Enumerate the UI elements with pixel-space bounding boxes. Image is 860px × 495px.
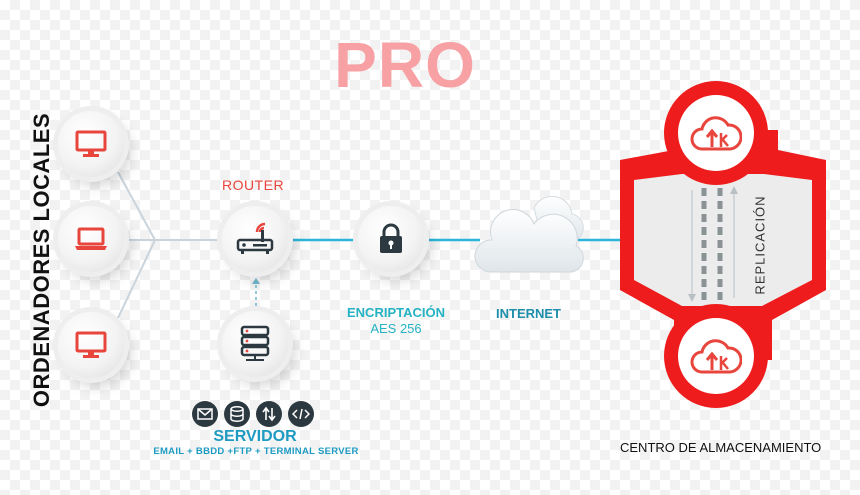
page-title: PRO: [334, 29, 476, 101]
server-services-label: EMAIL + BBDD +FTP + TERMINAL SERVER: [153, 446, 359, 457]
line-pc3-hub: [117, 239, 156, 319]
monitor-icon: [75, 331, 107, 358]
router-icon: [236, 222, 274, 254]
router-label: ROUTER: [222, 177, 285, 193]
encryption-node[interactable]: [358, 206, 424, 272]
encryption-label: ENCRIPTACIÓN AES 256: [334, 305, 458, 337]
storage-node-bottom[interactable]: [664, 304, 768, 408]
line-pc1-hub: [117, 171, 156, 241]
code-icon: [288, 401, 314, 427]
encryption-label-line1: ENCRIPTACIÓN: [347, 305, 445, 320]
server-node[interactable]: [222, 311, 288, 377]
storage-center-label: CENTRO DE ALMACENAMIENTO: [620, 440, 822, 455]
computer-node-3[interactable]: [58, 312, 124, 378]
computer-node-1[interactable]: [58, 111, 124, 177]
computer-node-2[interactable]: [58, 206, 124, 272]
router-node[interactable]: [222, 206, 288, 272]
internet-label: INTERNET: [496, 306, 561, 321]
replication-label: REPLICACIÓN: [752, 195, 768, 295]
cloud-upload-icon: [690, 116, 742, 151]
local-computers-label: ORDENADORES LOCALES: [29, 112, 54, 408]
cloud-upload-icon: [690, 339, 742, 374]
storage-shield: [620, 130, 826, 360]
monitor-icon: [75, 130, 107, 157]
mail-icon: [192, 401, 218, 427]
server-icon: [240, 325, 270, 361]
encryption-label-line2: AES 256: [370, 321, 422, 336]
cloud-icon: [474, 195, 584, 273]
lock-icon: [380, 223, 402, 253]
server-label: SERVIDOR: [213, 428, 297, 445]
server-service-icons: [192, 401, 314, 427]
database-icon: [224, 401, 250, 427]
laptop-icon: [75, 227, 107, 250]
storage-node-top[interactable]: [664, 81, 768, 185]
transfer-icon: [256, 401, 282, 427]
server-arrow-up: [252, 278, 260, 284]
